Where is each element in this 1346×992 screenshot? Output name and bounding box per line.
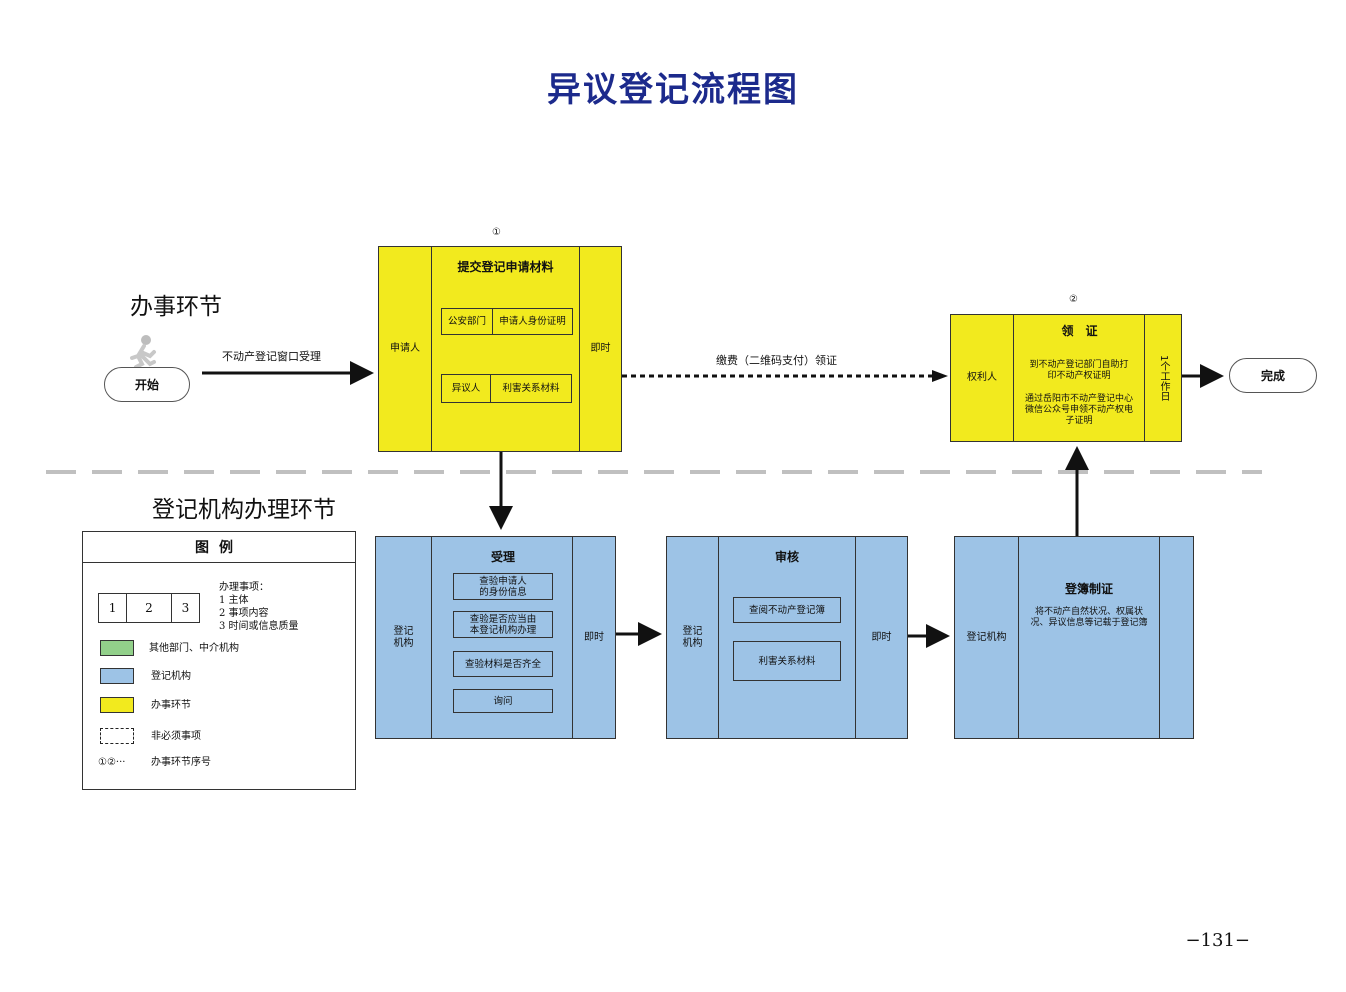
accept-item-inquiry: 询问 (453, 689, 553, 713)
step2-number: ② (1069, 294, 1078, 305)
accept-item-materials: 查验材料是否齐全 (453, 651, 553, 677)
legend: 图例 1 2 3 办理事项： 1 主体 2 事项内容 3 时间或信息质量 其他部… (82, 531, 356, 790)
register-desc: 将不动产自然状况、权属状况、异议信息等记载于登记簿 (1030, 607, 1148, 628)
review-item-interest: 利害关系材料 (733, 641, 841, 681)
accept-subject: 登记 机构 (376, 537, 432, 738)
review-timing: 即时 (855, 537, 907, 738)
step1-box: 申请人 即时 提交登记申请材料 公安部门 申请人身份证明 异议人 利害关系材料 (378, 246, 622, 452)
accept-heading: 受理 (490, 550, 515, 564)
legend-yellow-label: 办事环节 (151, 700, 191, 711)
legend-sample-cell-1: 1 (108, 601, 117, 615)
step1-number: ① (492, 227, 501, 238)
legend-swatch-green (100, 640, 134, 656)
start-node: 开始 (104, 367, 190, 402)
section-label-applicant: 办事环节 (130, 294, 222, 320)
arrowhead-collect (932, 370, 948, 382)
step1-item-material-1: 申请人身份证明 (492, 308, 573, 335)
legend-swatch-dashed (100, 728, 134, 744)
legend-green-label: 其他部门、中介机构 (149, 643, 239, 654)
section-label-agency: 登记机构办理环节 (152, 497, 336, 523)
legend-numbers-symbol: ①②··· (98, 757, 126, 768)
step1-subject: 申请人 (379, 247, 432, 451)
step1-item-source-1: 公安部门 (441, 308, 493, 335)
register-subject: 登记机构 (955, 537, 1019, 738)
accept-box: 登记 机构 即时 受理 查验申请人 的身份信息 查验是否应当由 本登记机构办理 … (375, 536, 616, 739)
step1-timing: 即时 (579, 247, 621, 451)
legend-swatch-blue (100, 668, 134, 684)
step2-box: 权利人 1个工作日 领 证 到不动产登记部门自助打印不动产权证明 通过岳阳市不动… (950, 314, 1182, 442)
end-node: 完成 (1229, 358, 1317, 393)
accept-item-jurisdiction: 查验是否应当由 本登记机构办理 (453, 611, 553, 638)
legend-dashed-label: 非必须事项 (151, 731, 201, 742)
step2-line2: 通过岳阳市不动产登记中心微信公众号申领不动产权电子证明 (1025, 394, 1134, 426)
step2-subject: 权利人 (951, 315, 1014, 441)
page-title: 异议登记流程图 (547, 70, 799, 110)
edge-label-window: 不动产登记窗口受理 (222, 350, 321, 363)
step2-timing-cell: 1个工作日 (1144, 315, 1181, 441)
register-heading: 登簿制证 (1064, 582, 1113, 596)
legend-title: 图例 (83, 532, 355, 563)
review-box: 登记 机构 即时 审核 查阅不动产登记簿 利害关系材料 (666, 536, 908, 739)
page-number: −131− (1185, 930, 1250, 951)
legend-numbers-label: 办事环节序号 (151, 757, 211, 768)
legend-sample-desc: 办理事项： 1 主体 2 事项内容 3 时间或信息质量 (219, 582, 299, 632)
step1-heading: 提交登记申请材料 (457, 260, 554, 274)
accept-item-identity: 查验申请人 的身份信息 (453, 573, 553, 600)
edge-label-collect: 缴费（二维码支付）领证 (716, 354, 837, 367)
step1-item-material-2: 利害关系材料 (490, 374, 572, 403)
legend-sample-cell-2: 2 (126, 594, 172, 622)
step2-line1: 到不动产登记部门自助打印不动产权证明 (1029, 360, 1129, 381)
step1-item-source-2: 异议人 (441, 374, 491, 403)
review-subject: 登记 机构 (667, 537, 719, 738)
legend-sample-cell-3: 3 (181, 601, 190, 615)
step2-timing: 1个工作日 (1158, 354, 1169, 402)
legend-sample-box: 1 2 3 (98, 593, 200, 623)
legend-swatch-yellow (100, 697, 134, 713)
accept-timing: 即时 (572, 537, 615, 738)
runner-icon (130, 335, 156, 368)
review-heading: 审核 (774, 550, 799, 564)
register-timing (1159, 537, 1193, 738)
legend-blue-label: 登记机构 (151, 671, 191, 682)
register-box: 登记机构 登簿制证 将不动产自然状况、权属状况、异议信息等记载于登记簿 (954, 536, 1194, 739)
step2-heading: 领 证 (1061, 324, 1098, 338)
review-item-register: 查阅不动产登记簿 (733, 597, 841, 623)
